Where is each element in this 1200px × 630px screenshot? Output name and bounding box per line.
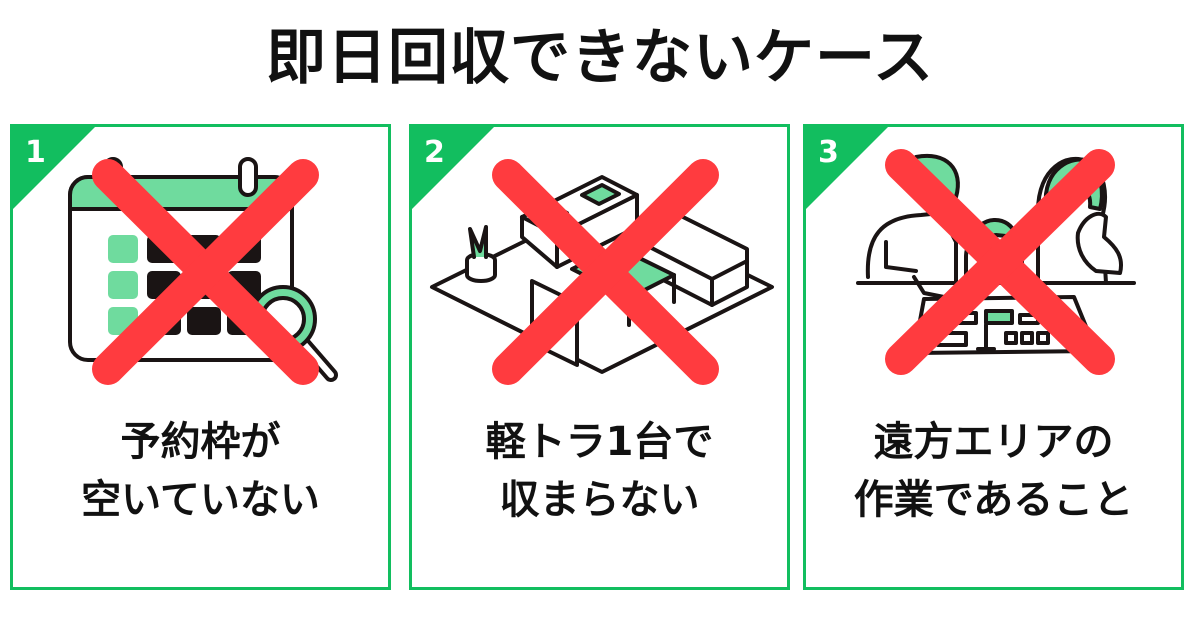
family-looking-at-map-icon bbox=[856, 149, 1136, 375]
caption-line-2: 収まらない bbox=[499, 477, 700, 523]
red-cross-icon bbox=[885, 149, 1115, 375]
caption-line-1: 遠方エリアの bbox=[873, 419, 1114, 465]
case-caption: 遠方エリアの 作業であること bbox=[806, 413, 1181, 529]
page-title: 即日回収できないケース bbox=[266, 23, 934, 93]
badge-number: 2 bbox=[424, 135, 445, 170]
case-caption: 軽トラ1台で 収まらない bbox=[412, 413, 787, 529]
calendar-with-magnifier-icon bbox=[68, 157, 338, 385]
caption-line-2: 空いていない bbox=[81, 477, 320, 523]
isometric-room-furniture-icon bbox=[430, 159, 774, 385]
case-card-2: 2 bbox=[409, 124, 790, 590]
caption-line-2: 作業であること bbox=[853, 477, 1134, 523]
case-caption: 予約枠が 空いていない bbox=[13, 413, 388, 529]
red-cross-icon bbox=[92, 159, 319, 385]
badge-number: 1 bbox=[25, 135, 46, 170]
badge-number: 3 bbox=[818, 135, 839, 170]
number-badge bbox=[806, 127, 891, 212]
case-card-1: 1 bbox=[10, 124, 391, 590]
caption-line-1: 予約枠が bbox=[120, 419, 281, 465]
caption-line-1: 軽トラ1台で bbox=[485, 419, 714, 465]
red-cross-icon bbox=[492, 159, 719, 385]
number-badge bbox=[412, 127, 497, 212]
case-card-3: 3 bbox=[803, 124, 1184, 590]
